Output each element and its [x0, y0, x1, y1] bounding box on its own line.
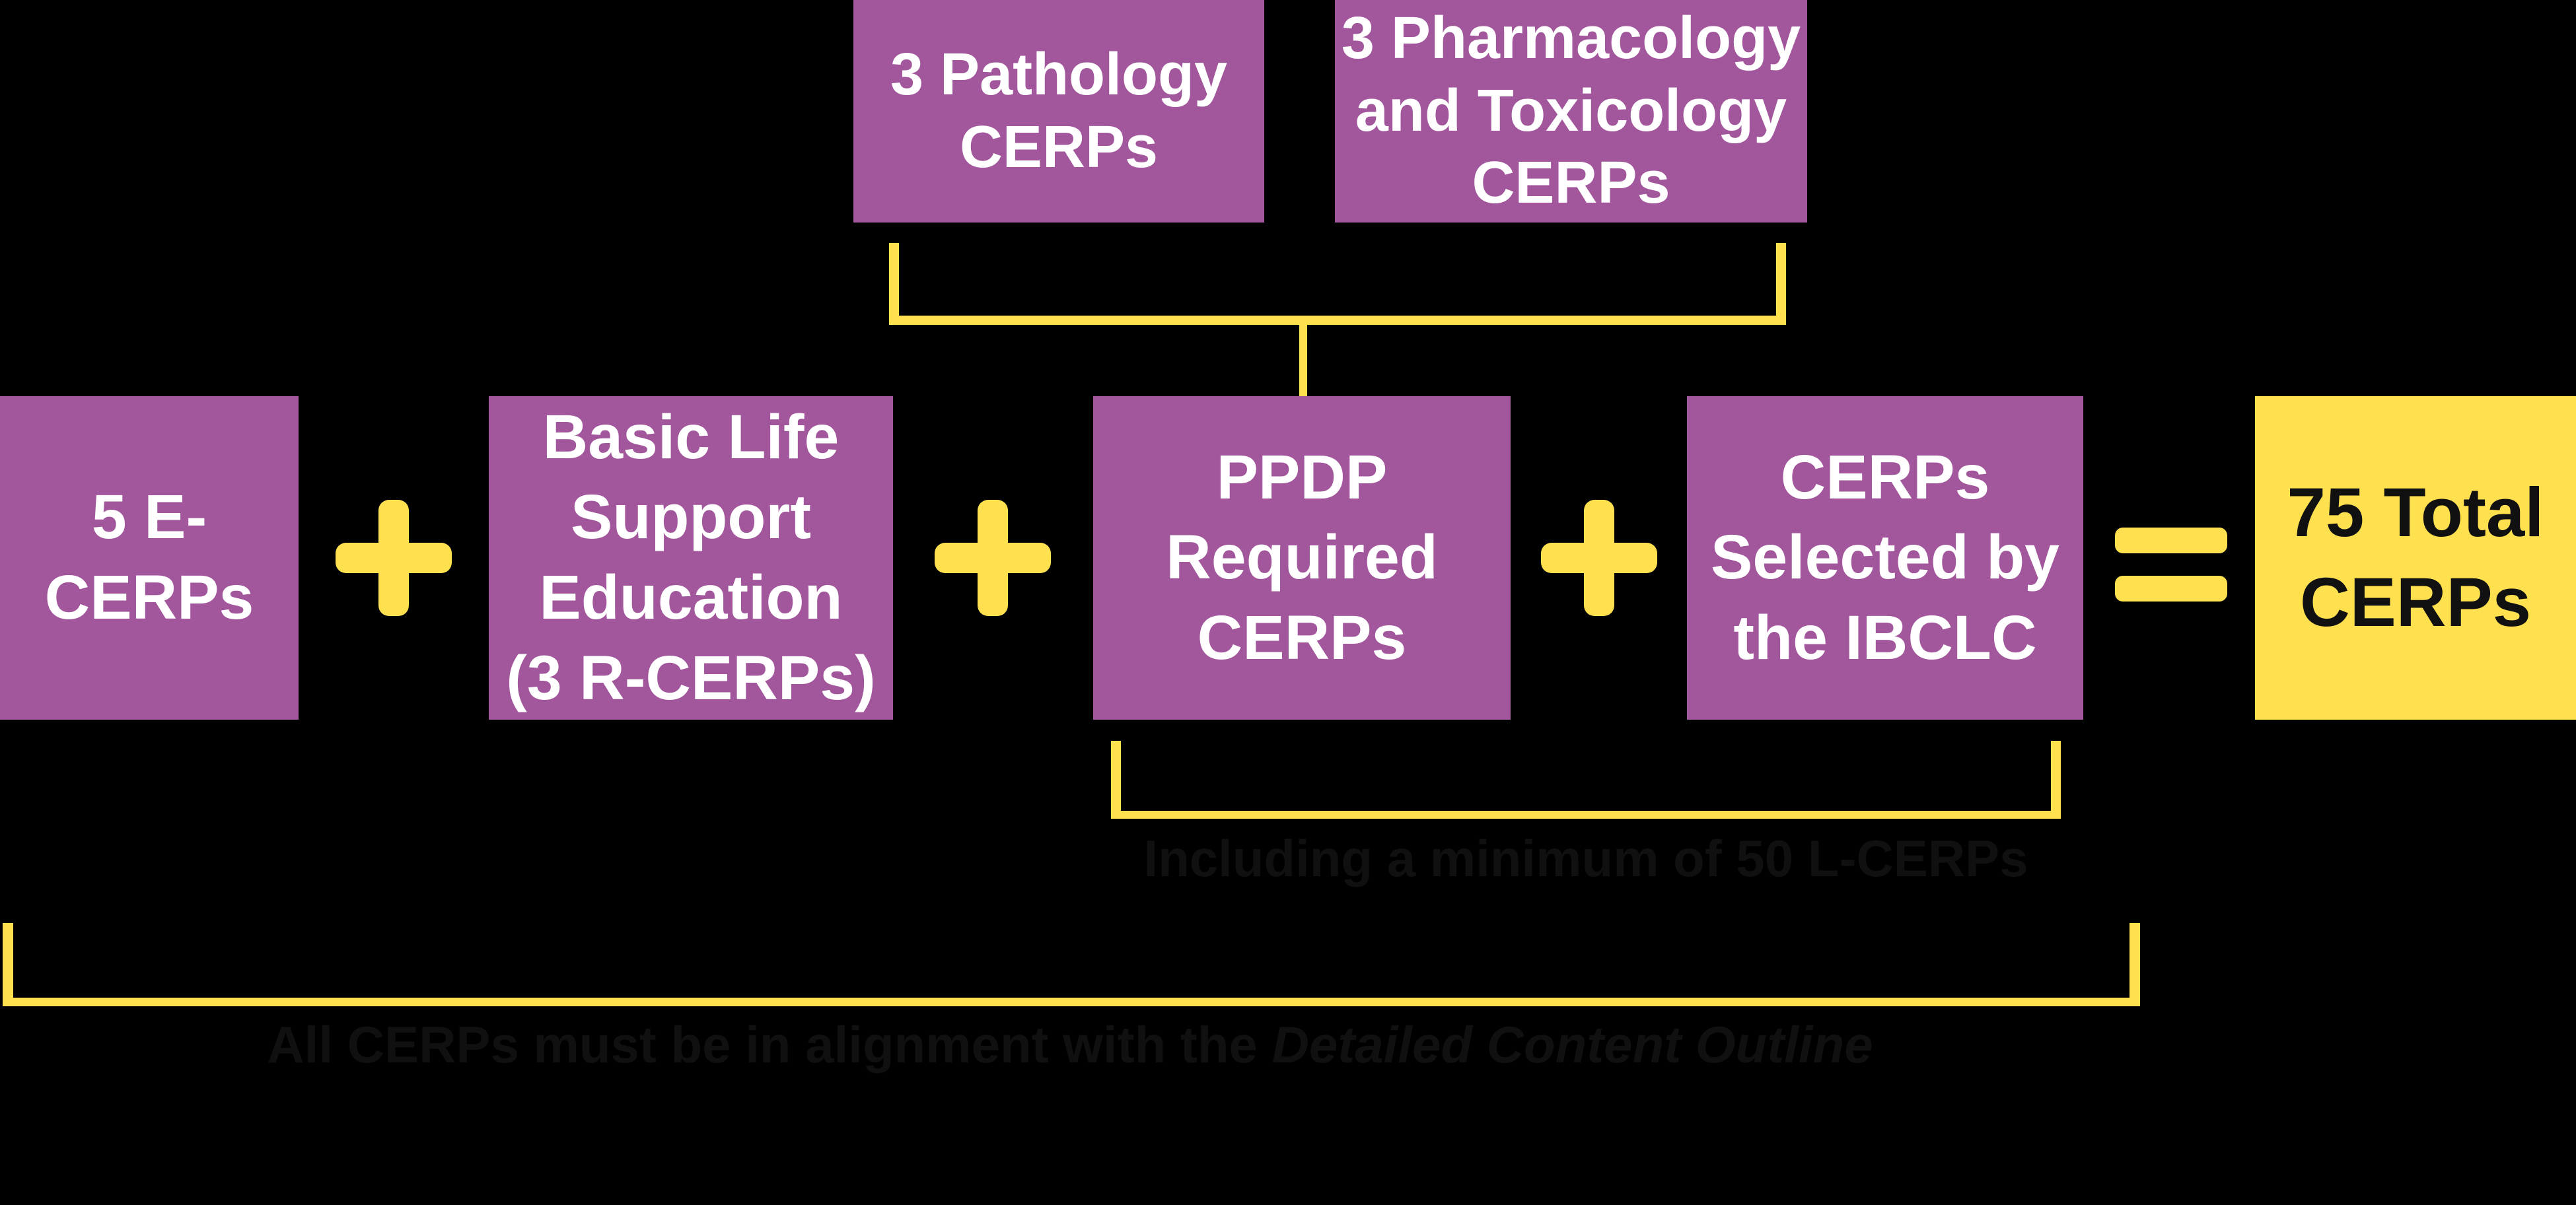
plus-icon-vertical-bar — [1584, 500, 1614, 616]
ppdp-required-cerps-box: PPDP Required CERPs — [1093, 396, 1511, 720]
bracket-right-stub — [2129, 923, 2140, 1001]
box-line: CERPs — [1472, 150, 1670, 217]
box-line: CERPs — [44, 563, 254, 633]
box-line: Required — [1166, 522, 1438, 593]
bracket-left-stub — [3, 923, 13, 1001]
total-cerps-box: 75 Total CERPs — [2255, 396, 2576, 720]
alignment-note-prefix: All CERPs must be in alignment with the — [267, 1016, 1272, 1074]
box-line: Basic Life — [542, 401, 840, 472]
alignment-note-italic: Detailed Content Outline — [1271, 1016, 1873, 1074]
plus-icon — [1541, 500, 1657, 616]
box-line: Support — [570, 482, 812, 553]
cerps-selected-by-ibclc-box: CERPs Selected by the IBCLC — [1687, 396, 2083, 720]
box-line: 5 E- — [91, 482, 207, 553]
bracket-bar — [3, 998, 2140, 1006]
box-line: CERPs — [959, 114, 1159, 180]
box-line: CERPs — [1197, 602, 1407, 673]
basic-life-support-box: Basic Life Support Education (3 R-CERPs) — [489, 396, 893, 720]
plus-icon-vertical-bar — [978, 500, 1008, 616]
bracket-drop-line — [1299, 324, 1307, 397]
plus-icon-vertical-bar — [378, 500, 409, 616]
alignment-note: All CERPs must be in alignment with the … — [0, 1016, 2140, 1074]
plus-icon — [935, 500, 1051, 616]
box-line: CERPs — [2299, 564, 2532, 641]
l-cerps-note-text: Including a minimum of 50 L-CERPs — [1143, 829, 2028, 887]
box-line: and Toxicology — [1355, 77, 1787, 144]
bracket-bar — [1111, 811, 2061, 819]
bracket-left-stub — [1111, 741, 1121, 813]
l-cerps-note: Including a minimum of 50 L-CERPs — [1111, 829, 2061, 887]
bracket-right-stub — [1776, 243, 1786, 317]
box-line: PPDP — [1216, 442, 1388, 512]
bracket-right-stub — [2051, 741, 2061, 813]
box-line: 3 Pharmacology — [1341, 5, 1801, 71]
box-line: (3 R-CERPs) — [506, 642, 876, 713]
pharmacology-toxicology-cerps-box: 3 Pharmacology and Toxicology CERPs — [1335, 0, 1807, 223]
equals-icon — [2115, 528, 2227, 602]
box-line: Education — [539, 563, 843, 633]
e-cerps-box: 5 E- CERPs — [0, 396, 299, 720]
box-line: 3 Pathology — [890, 41, 1228, 108]
plus-icon — [336, 500, 452, 616]
equals-icon-bottom-bar — [2115, 576, 2227, 602]
bracket-bar — [889, 316, 1786, 325]
box-line: CERPs — [1780, 442, 1990, 512]
bracket-left-stub — [889, 243, 899, 317]
box-line: Selected by — [1710, 522, 2060, 593]
box-line: 75 Total — [2287, 473, 2544, 551]
box-line: the IBCLC — [1733, 602, 2037, 673]
pathology-cerps-box: 3 Pathology CERPs — [853, 0, 1264, 223]
equals-icon-top-bar — [2115, 528, 2227, 553]
